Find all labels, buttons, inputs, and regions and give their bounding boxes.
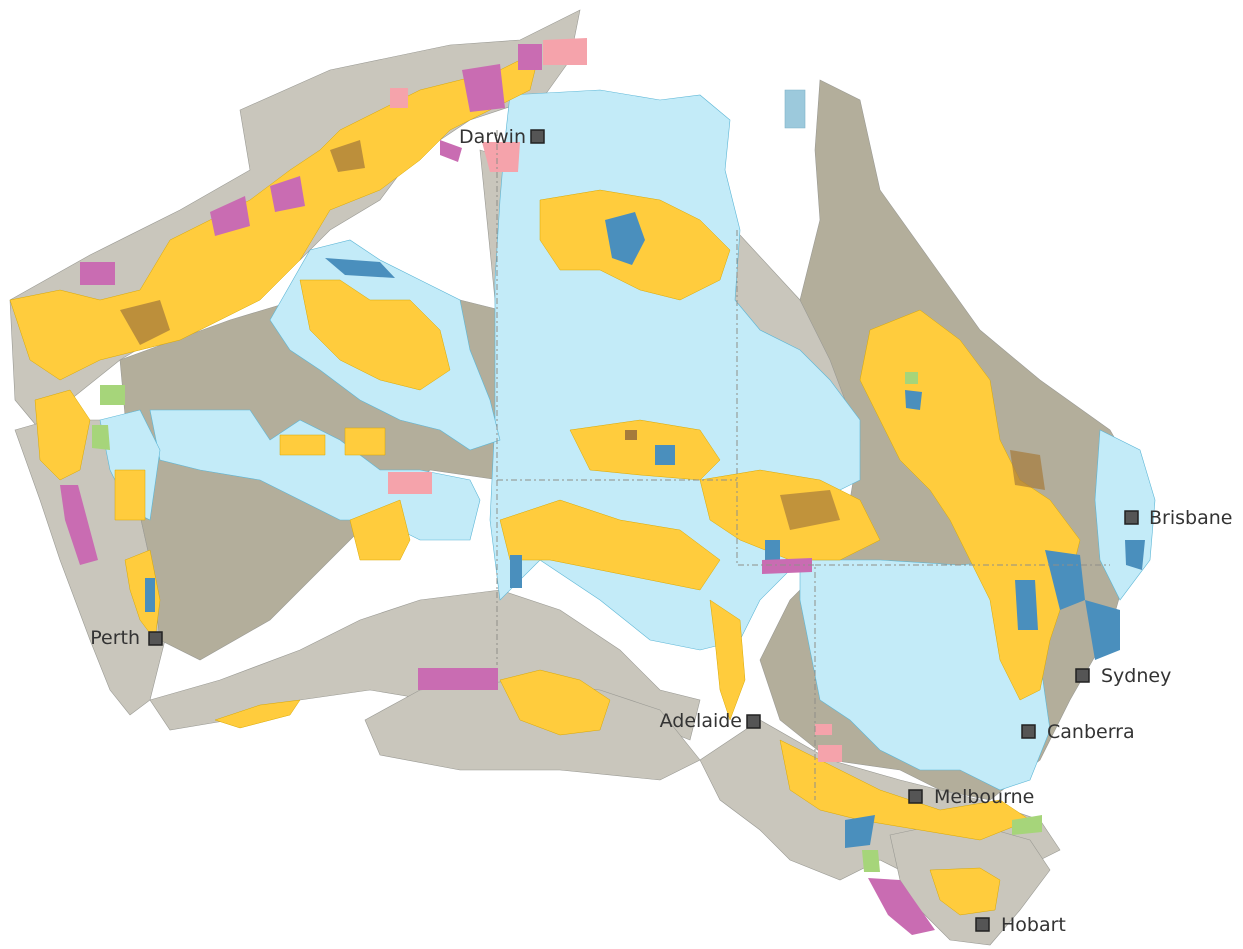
city-sydney[interactable]: Sydney [1075, 665, 1171, 687]
city-marker[interactable] [530, 129, 545, 144]
tenure-region [462, 64, 505, 112]
brown-tenures [120, 140, 1045, 530]
purple-tenures [60, 44, 935, 935]
green-tenures [92, 372, 1042, 872]
tenure-region [518, 44, 542, 70]
city-label: Adelaide [660, 710, 742, 732]
tenure-region [80, 262, 115, 285]
city-marker[interactable] [148, 631, 163, 646]
tenure-region [299, 279, 451, 391]
city-perth[interactable]: Perth [90, 627, 163, 649]
tenure-region [60, 485, 98, 565]
tenure-region [390, 88, 408, 108]
tenure-region [780, 490, 840, 530]
tenure-region [210, 196, 250, 236]
tenure-region [779, 739, 1031, 841]
tenure-region [34, 389, 91, 481]
city-hobart[interactable]: Hobart [975, 914, 1066, 936]
city-marker[interactable] [1075, 668, 1090, 683]
tenure-region [543, 38, 587, 65]
city-darwin[interactable]: Darwin [459, 126, 545, 148]
city-marker[interactable] [1021, 724, 1036, 739]
city-marker[interactable] [746, 714, 761, 729]
tenure-region [815, 724, 832, 735]
tenure-region [388, 472, 432, 494]
state-border [736, 230, 816, 800]
city-label: Canberra [1047, 721, 1135, 743]
tenure-region [929, 867, 1001, 916]
tenure-region [349, 499, 411, 561]
tenure-region [499, 499, 721, 591]
tenure-region [709, 599, 746, 721]
tenure-region [418, 668, 498, 690]
tenure-region [818, 745, 842, 762]
city-label: Sydney [1101, 665, 1171, 687]
tenure-region [625, 430, 637, 440]
tenure-region [100, 385, 125, 405]
tenure-region [1012, 815, 1042, 835]
tenure-region [120, 300, 170, 345]
city-melbourne[interactable]: Melbourne [908, 786, 1034, 808]
city-adelaide[interactable]: Adelaide [660, 710, 761, 732]
city-marker[interactable] [975, 917, 990, 932]
city-label: Perth [90, 627, 140, 649]
tenure-region [482, 142, 520, 172]
tenure-region [279, 434, 326, 456]
tenure-region [214, 699, 301, 729]
tenure-region [344, 427, 386, 456]
city-brisbane[interactable]: Brisbane [1124, 507, 1232, 529]
tenure-region [330, 140, 365, 172]
city-canberra[interactable]: Canberra [1021, 721, 1135, 743]
tenure-region [605, 212, 645, 265]
tenure-region [655, 445, 675, 465]
city-marker[interactable] [908, 789, 923, 804]
city-label: Brisbane [1149, 507, 1232, 529]
city-label: Melbourne [934, 786, 1034, 808]
tenure-region [784, 89, 806, 129]
tenure-region [145, 578, 155, 612]
tenure-region [114, 469, 146, 521]
tenure-region [92, 425, 110, 450]
cities: Darwin Brisbane Perth Sydney Adelaide Ca… [90, 126, 1232, 936]
tenure-region [569, 419, 721, 481]
city-label: Hobart [1001, 914, 1066, 936]
city-marker[interactable] [1124, 510, 1139, 525]
tenure-region [1125, 540, 1145, 570]
tenure-region [1015, 580, 1038, 630]
pink-tenures [388, 38, 842, 762]
tenure-region [905, 390, 922, 410]
tenure-region [905, 372, 918, 384]
tenure-region [270, 176, 305, 212]
tenure-region [862, 850, 880, 872]
city-label: Darwin [459, 126, 526, 148]
tenure-region [845, 815, 875, 848]
tenure-region [510, 555, 522, 588]
tenure-region [762, 558, 812, 574]
tenure-region [1085, 600, 1120, 660]
tenure-region [325, 258, 395, 278]
tenure-region [440, 140, 462, 162]
state-borders [496, 130, 1110, 800]
tenure-region [499, 669, 611, 736]
tenure-region [1010, 450, 1045, 490]
tenure-region [868, 878, 935, 935]
